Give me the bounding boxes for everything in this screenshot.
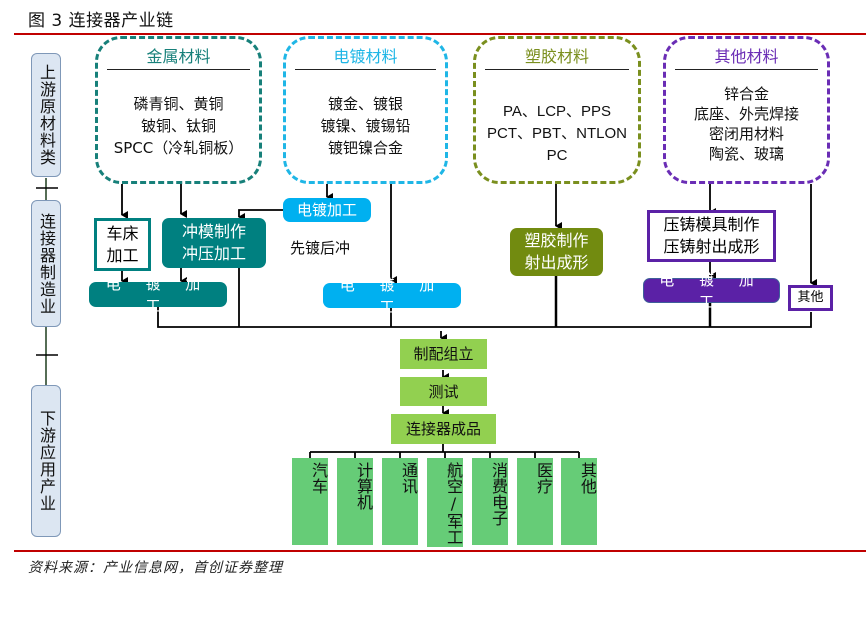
group-divider (485, 69, 629, 70)
application-consumer-electronics: 消费电子 (472, 458, 508, 545)
material-item: 锌合金 (723, 85, 769, 103)
process-line: 冲压加工 (181, 244, 246, 263)
material-item: PA、LCP、PPS (502, 103, 612, 120)
group-title: 电镀材料 (333, 47, 398, 66)
application-computer: 计算机 (337, 458, 373, 545)
process-line: 压铸射出成形 (663, 237, 760, 256)
top-rule (14, 33, 866, 35)
assembly-step: 连接器成品 (391, 414, 496, 444)
material-item: 密闭用材料 (708, 125, 784, 143)
group-title: 塑胶材料 (524, 47, 589, 66)
group-divider (675, 69, 818, 70)
material-item: 铍铜、钛铜 (140, 117, 216, 135)
group-plastic-materials: 塑胶材料 PA、LCP、PPS PCT、PBT、NTLON PC (473, 36, 641, 184)
figure-title: 图 3 连接器产业链 (28, 11, 174, 31)
process-metal-plating: 电 镀 加 工 (89, 275, 227, 315)
process-line: 射出成形 (524, 253, 589, 272)
process-plastic-molding: 塑胶制作 射出成形 (510, 228, 603, 276)
material-item: 底座、外壳焊接 (693, 105, 799, 123)
material-item: 镀金、镀银 (327, 95, 403, 113)
process-line: 车床 (106, 223, 139, 243)
process-stamping: 冲模制作 冲压加工 (162, 218, 266, 268)
application-aerospace-military: 航空/军工 (427, 458, 463, 547)
process-die-casting: 压铸模具制作 压铸射出成形 (647, 210, 776, 262)
material-item: SPCC（冷轧铜板） (113, 139, 244, 157)
material-item: 陶瓷、玻璃 (708, 145, 784, 163)
process-line: 塑胶制作 (524, 231, 589, 250)
material-item: 镀镍、镀锡铅 (320, 117, 411, 135)
group-metal-materials: 金属材料 磷青铜、黄铜 铍铜、钛铜 SPCC（冷轧铜板） (95, 36, 262, 184)
process-lathe: 车床 加工 (94, 218, 151, 271)
process-line: 压铸模具制作 (663, 215, 760, 234)
bottom-rule (14, 550, 866, 552)
material-item: PCT、PBT、NTLON (486, 125, 627, 142)
source-note: 资料来源：产业信息网，首创证券整理 (28, 560, 283, 576)
material-item: 磷青铜、黄铜 (133, 95, 224, 113)
application-other: 其他 (561, 458, 597, 545)
label-plate-then-punch: 先镀后冲 (290, 239, 351, 257)
application-medical: 医疗 (517, 458, 553, 545)
application-automotive: 汽车 (292, 458, 328, 545)
process-other-plating: 电 镀 加 工 (643, 271, 780, 311)
group-other-materials: 其他材料 锌合金 底座、外壳焊接 密闭用材料 陶瓷、玻璃 (663, 36, 830, 184)
group-title: 金属材料 (146, 47, 211, 66)
group-plating-materials: 电镀材料 镀金、镀银 镀镍、镀锡铅 镀钯镍合金 (283, 36, 448, 184)
process-pre-plating: 电镀加工 (283, 198, 371, 222)
process-line: 冲模制作 (181, 222, 246, 241)
group-title: 其他材料 (714, 47, 779, 66)
assembly-step: 测试 (400, 377, 487, 406)
stage-upstream: 上游原材料类 (31, 53, 61, 177)
process-plating: 电 镀 加 工 (323, 276, 461, 316)
material-item: PC (546, 147, 568, 164)
material-item: 镀钯镍合金 (327, 139, 403, 157)
application-telecom: 通讯 (382, 458, 418, 545)
group-divider (295, 69, 436, 70)
group-divider (107, 69, 250, 70)
stage-downstream: 下游应用产业 (31, 385, 61, 537)
stage-manufacturing: 连接器制造业 (31, 200, 61, 327)
process-other: 其他 (788, 285, 833, 311)
assembly-step: 制配组立 (400, 339, 487, 369)
process-line: 加工 (106, 245, 139, 265)
